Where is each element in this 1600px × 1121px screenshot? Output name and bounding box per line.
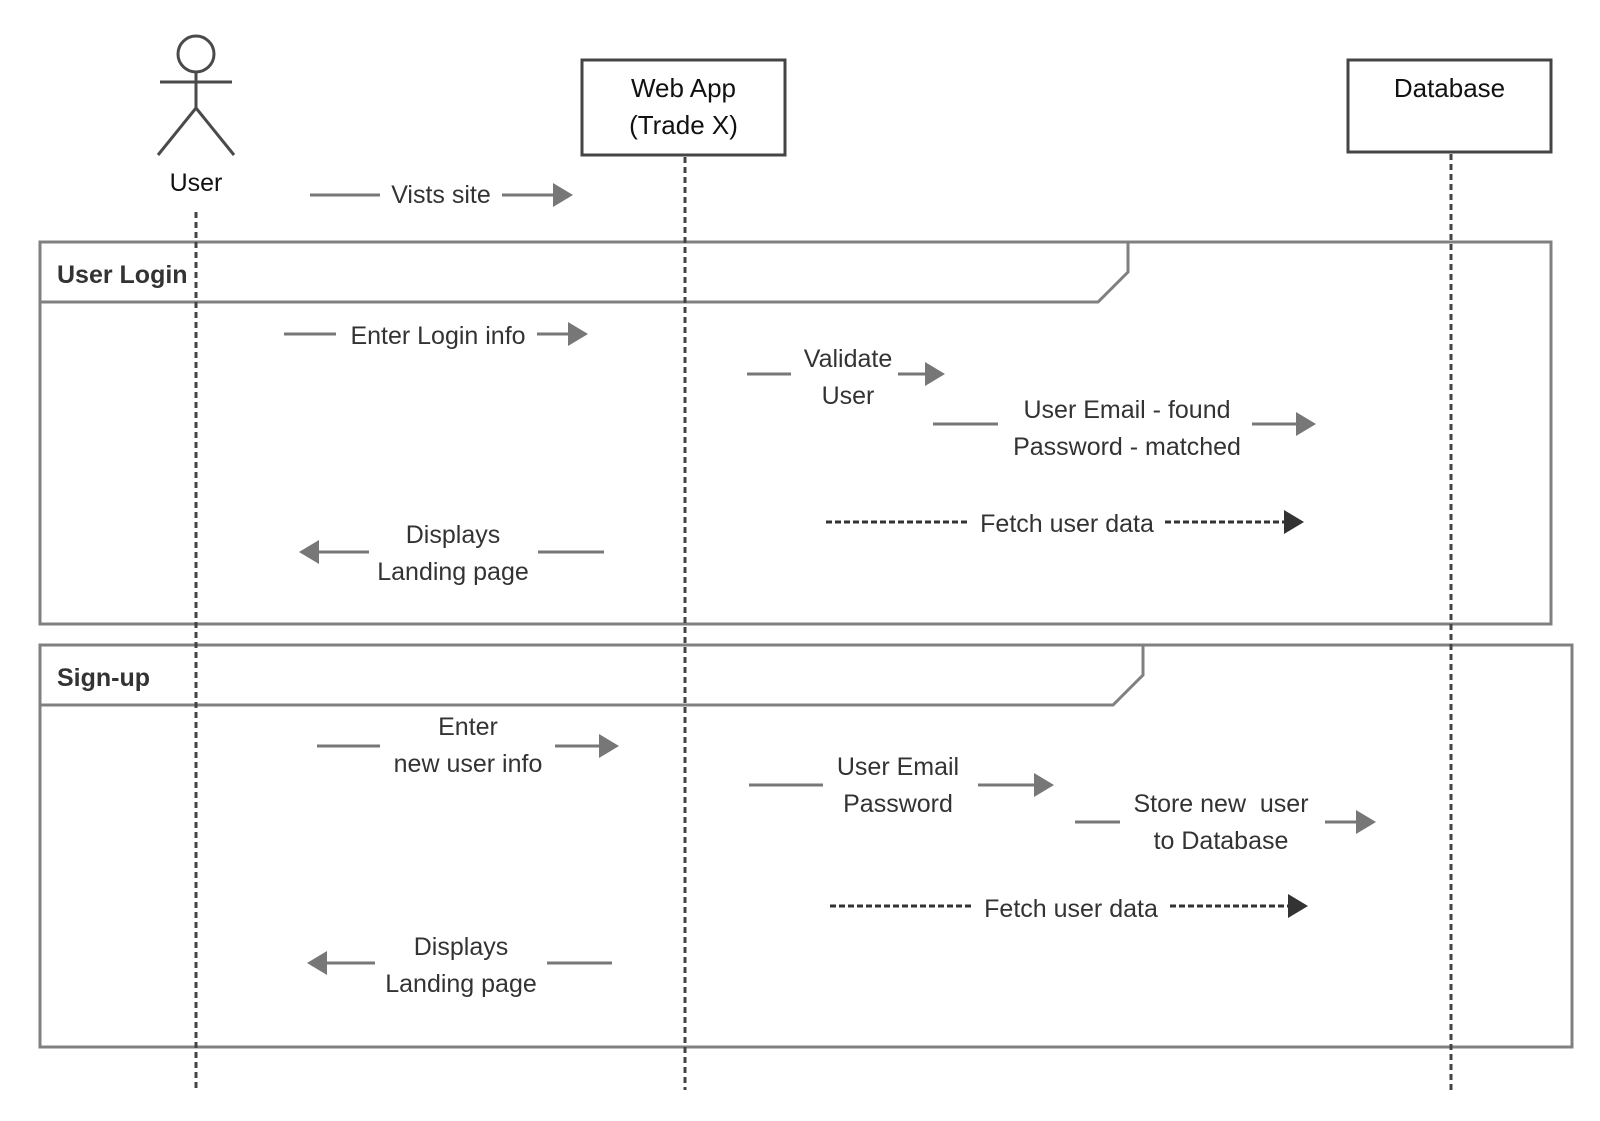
- arrowhead-displays-landing-login: [299, 540, 319, 564]
- message-label-fetch-user-data-signup: Fetch user data: [984, 895, 1158, 923]
- message-label-fetch-user-data-login: Fetch user data: [980, 510, 1154, 538]
- arrow-enter-login-info: [284, 322, 588, 346]
- arrow-user-email-password: [749, 773, 1054, 797]
- message-label-validate-user: Validate User: [803, 345, 893, 410]
- message-label-displays-landing-login: Displays Landing page: [377, 521, 529, 586]
- database-participant-label: Database: [1393, 73, 1506, 103]
- database-participant-box: [1346, 58, 1553, 154]
- arrowhead-visits-site: [553, 183, 573, 207]
- arrowhead-displays-landing-signup: [307, 951, 327, 975]
- webapp-participant-box: [580, 58, 787, 157]
- arrowhead-enter-login-info: [568, 322, 588, 346]
- arrowhead-email-password-check: [1296, 412, 1316, 436]
- arrowhead-user-email-password: [1034, 773, 1054, 797]
- sign-up-frame-title: Sign-up: [57, 664, 151, 692]
- user-actor-label: User: [169, 169, 223, 197]
- webapp-participant-label: Web App (Trade X): [629, 73, 738, 140]
- message-label-displays-landing-signup: Displays Landing page: [385, 933, 537, 998]
- arrow-enter-new-user-info: [317, 734, 619, 758]
- arrow-store-new-user: [1075, 810, 1376, 834]
- arrow-displays-landing-login: [299, 540, 604, 564]
- arrowhead-validate-user: [925, 362, 945, 386]
- message-label-enter-login-info: Enter Login info: [350, 322, 526, 350]
- sign-up-frame: [38, 643, 1574, 1049]
- arrow-displays-landing-signup: [307, 951, 612, 975]
- message-label-enter-new-user-info: Enter new user info: [393, 713, 543, 778]
- arrow-email-password-check: [933, 412, 1316, 436]
- user-login-frame: [38, 240, 1553, 626]
- message-label-visits-site: Vists site: [391, 181, 491, 209]
- arrowhead-fetch-user-data-signup: [1288, 894, 1308, 918]
- user-login-frame-title: User Login: [57, 261, 188, 289]
- message-label-email-password-check: User Email - found Password - matched: [1013, 396, 1241, 461]
- arrow-validate-user: [747, 362, 945, 386]
- arrowhead-store-new-user: [1356, 810, 1376, 834]
- message-label-user-email-password: User Email Password: [836, 753, 960, 818]
- arrow-visits-site: [310, 183, 573, 207]
- arrowhead-enter-new-user-info: [599, 734, 619, 758]
- message-label-store-new-user: Store new user to Database: [1133, 790, 1309, 855]
- user-actor-icon: [156, 34, 236, 156]
- arrowhead-fetch-user-data-login: [1284, 510, 1304, 534]
- arrow-fetch-user-data-signup: [830, 894, 1308, 918]
- arrow-fetch-user-data-login: [826, 510, 1304, 534]
